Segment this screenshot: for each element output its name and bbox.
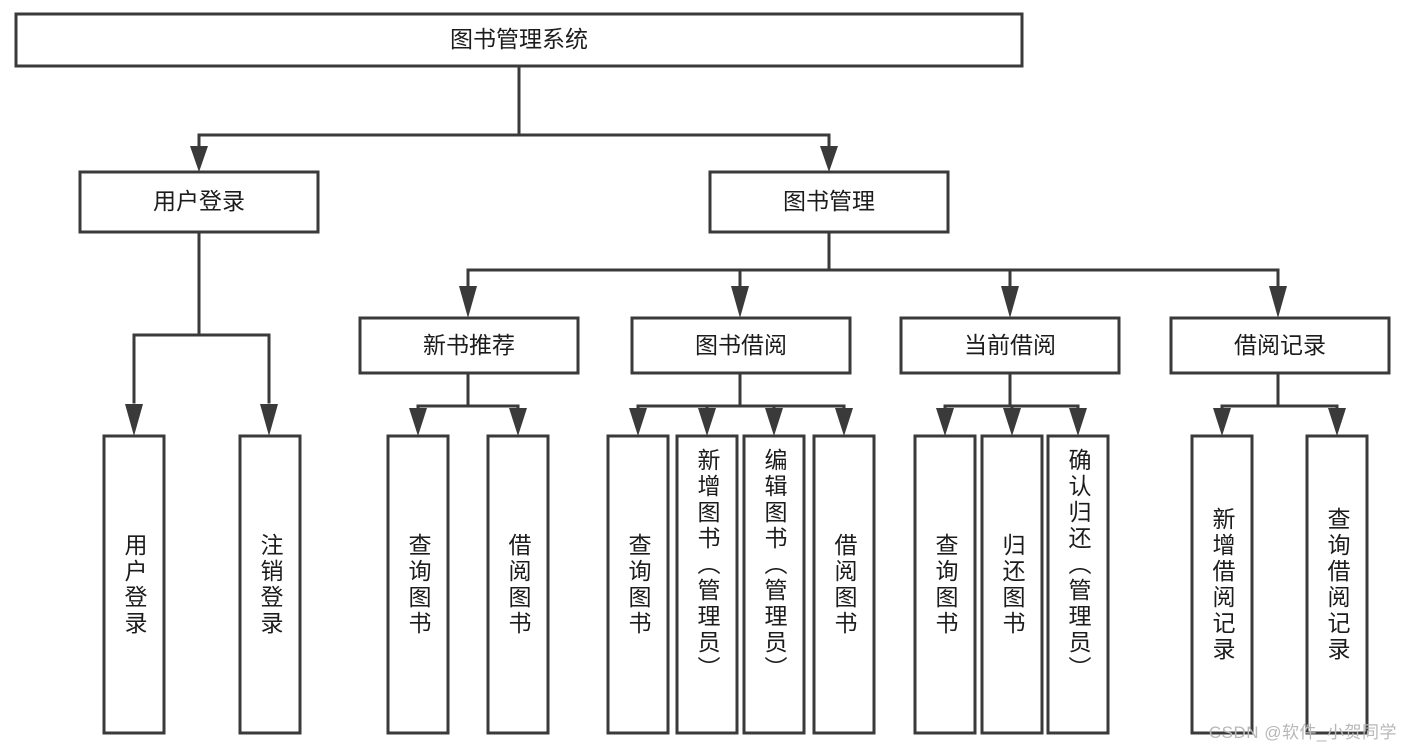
arrowhead-leaf-borrow-book-2 bbox=[835, 408, 853, 436]
node-leaf-add-book-box[interactable] bbox=[675, 434, 739, 735]
arrowhead-current-borrow bbox=[1001, 286, 1019, 318]
node-leaf-query-book-2-box[interactable] bbox=[606, 434, 670, 735]
node-leaf-add-record-label: 新增借阅记录 bbox=[1209, 507, 1236, 663]
node-leaf-edit-book-label: 编辑图书（管理员） bbox=[761, 448, 788, 682]
node-user-login[interactable]: 用户登录 bbox=[78, 170, 320, 234]
node-leaf-query-book-2[interactable]: 查询图书 bbox=[606, 434, 670, 735]
arrowhead-leaf-add-record bbox=[1213, 408, 1231, 436]
node-leaf-confirm-return-label: 确认归还（管理员） bbox=[1065, 448, 1092, 682]
arrowhead-leaf-query-book-2 bbox=[629, 408, 647, 436]
node-user-login-label: 用户登录 bbox=[153, 188, 245, 214]
node-user-login-box[interactable] bbox=[78, 170, 320, 234]
arrowhead-borrow-record bbox=[1269, 286, 1287, 318]
node-leaf-add-book-label: 新增图书（管理员） bbox=[694, 448, 721, 682]
node-leaf-user-login-label: 用户登录 bbox=[121, 533, 148, 637]
node-leaf-query-book-1[interactable]: 查询图书 bbox=[386, 434, 450, 735]
node-new-book-rec[interactable]: 新书推荐 bbox=[358, 316, 580, 375]
arrowhead-book-borrow bbox=[731, 286, 749, 318]
node-leaf-confirm-return-box[interactable] bbox=[1046, 434, 1110, 735]
node-root-box[interactable] bbox=[14, 12, 1024, 68]
node-book-manage-box[interactable] bbox=[708, 170, 950, 234]
node-leaf-query-book-3-label: 查询图书 bbox=[932, 533, 959, 637]
node-borrow-record[interactable]: 借阅记录 bbox=[1169, 316, 1391, 375]
node-leaf-logout[interactable]: 注销登录 bbox=[238, 434, 302, 735]
arrowhead-leaf-add-book bbox=[698, 408, 716, 436]
node-leaf-return-book[interactable]: 归还图书 bbox=[980, 434, 1044, 735]
arrowhead-new-book-rec bbox=[459, 286, 477, 318]
arrowhead-leaf-borrow-book-1 bbox=[509, 408, 527, 436]
node-book-borrow-box[interactable] bbox=[630, 316, 852, 375]
node-leaf-add-record-box[interactable] bbox=[1190, 434, 1254, 735]
node-leaf-query-book-3-box[interactable] bbox=[913, 434, 977, 735]
node-book-borrow[interactable]: 图书借阅 bbox=[630, 316, 852, 375]
node-leaf-logout-label: 注销登录 bbox=[257, 533, 284, 637]
node-leaf-edit-book-box[interactable] bbox=[742, 434, 806, 735]
node-leaf-user-login[interactable]: 用户登录 bbox=[102, 434, 166, 735]
node-leaf-query-book-1-box[interactable] bbox=[386, 434, 450, 735]
node-leaf-query-book-2-label: 查询图书 bbox=[625, 533, 652, 637]
node-leaf-borrow-book-1-label: 借阅图书 bbox=[505, 533, 532, 637]
arrowhead-leaf-confirm-return bbox=[1069, 408, 1087, 436]
node-leaf-query-record-box[interactable] bbox=[1305, 434, 1369, 735]
node-leaf-borrow-book-1-box[interactable] bbox=[486, 434, 550, 735]
node-root-label: 图书管理系统 bbox=[450, 26, 588, 52]
node-book-manage-label: 图书管理 bbox=[783, 188, 875, 214]
node-new-book-rec-box[interactable] bbox=[358, 316, 580, 375]
node-leaf-query-book-3[interactable]: 查询图书 bbox=[913, 434, 977, 735]
node-current-borrow[interactable]: 当前借阅 bbox=[899, 316, 1121, 375]
arrowhead-leaf-query-book-1 bbox=[409, 408, 427, 436]
node-leaf-return-book-label: 归还图书 bbox=[999, 533, 1026, 637]
node-current-borrow-label: 当前借阅 bbox=[964, 332, 1056, 358]
arrowhead-leaf-logout bbox=[260, 404, 278, 436]
node-root[interactable]: 图书管理系统 bbox=[14, 12, 1024, 68]
node-new-book-rec-label: 新书推荐 bbox=[423, 332, 515, 358]
node-leaf-borrow-book-2-label: 借阅图书 bbox=[831, 533, 858, 637]
connector-layer bbox=[125, 64, 1346, 436]
node-leaf-borrow-book-2[interactable]: 借阅图书 bbox=[812, 434, 876, 735]
arrowhead-leaf-edit-book bbox=[765, 408, 783, 436]
node-borrow-record-label: 借阅记录 bbox=[1234, 332, 1326, 358]
node-leaf-edit-book[interactable]: 编辑图书（管理员） bbox=[742, 434, 806, 735]
node-leaf-add-record[interactable]: 新增借阅记录 bbox=[1190, 434, 1254, 735]
node-leaf-borrow-book-1[interactable]: 借阅图书 bbox=[486, 434, 550, 735]
arrowhead-leaf-query-book-3 bbox=[936, 408, 954, 436]
node-leaf-return-book-box[interactable] bbox=[980, 434, 1044, 735]
node-leaf-user-login-box[interactable] bbox=[102, 434, 166, 735]
arrowhead-book-manage bbox=[820, 146, 838, 172]
node-leaf-add-book[interactable]: 新增图书（管理员） bbox=[675, 434, 739, 735]
arrowhead-leaf-return-book bbox=[1003, 408, 1021, 436]
node-leaf-logout-box[interactable] bbox=[238, 434, 302, 735]
node-leaf-borrow-book-2-box[interactable] bbox=[812, 434, 876, 735]
node-borrow-record-box[interactable] bbox=[1169, 316, 1391, 375]
node-leaf-query-record-label: 查询借阅记录 bbox=[1324, 507, 1351, 663]
node-leaf-query-record[interactable]: 查询借阅记录 bbox=[1305, 434, 1369, 735]
arrowhead-user-login bbox=[190, 146, 208, 172]
node-book-manage[interactable]: 图书管理 bbox=[708, 170, 950, 234]
node-book-borrow-label: 图书借阅 bbox=[695, 332, 787, 358]
node-leaf-confirm-return[interactable]: 确认归还（管理员） bbox=[1046, 434, 1110, 735]
arrowhead-leaf-query-record bbox=[1328, 408, 1346, 436]
arrowhead-leaf-user-login bbox=[125, 404, 143, 436]
node-current-borrow-box[interactable] bbox=[899, 316, 1121, 375]
node-leaf-query-book-1-label: 查询图书 bbox=[405, 533, 432, 637]
